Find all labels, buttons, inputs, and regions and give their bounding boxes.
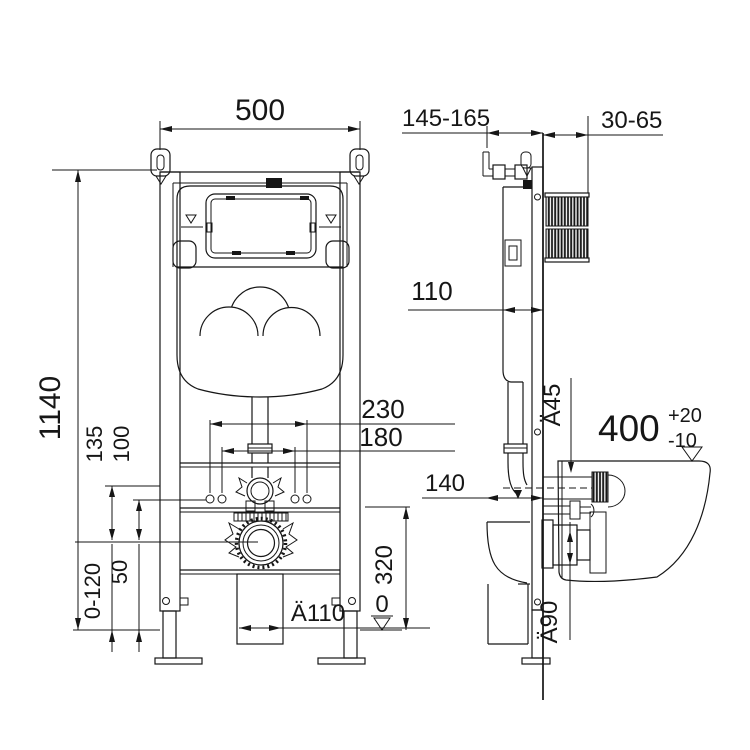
dim-50: 50: [107, 544, 142, 652]
dim-50-label: 50: [107, 560, 132, 584]
dim-bowl-tol-minus: -10: [668, 430, 697, 452]
cistern-side: [502, 186, 532, 383]
fixing-bolt-holes: [205, 494, 312, 504]
dim-flush-pipe-dia-label: Ä45: [539, 384, 566, 427]
dim-depth-range-label: 145-165: [402, 105, 490, 132]
drain-outlet-box: [236, 573, 284, 645]
toilet-bowl: [557, 460, 711, 583]
flush-connector-45: [543, 471, 626, 508]
dim-frame-depth: 110: [408, 276, 543, 313]
outlet-connector-90: [541, 519, 591, 569]
dim-wall-to-bend-label: 140: [425, 470, 465, 497]
flush-pipe-side: [503, 382, 528, 499]
dim-flush-pipe-dia: Ä45: [539, 378, 574, 473]
flush-plate-window: [205, 193, 317, 259]
dim-135: 135: [82, 426, 160, 540]
side-dimensions: 145-165 30-65 110 Ä45 400 +20 -10: [402, 105, 703, 643]
dim-frame-height: 1140: [34, 169, 157, 630]
water-level-mark-right: [319, 214, 341, 228]
dim-bowl-projection-label: 400: [598, 408, 660, 449]
dim-135-label: 135: [82, 426, 107, 463]
dim-outlet-height: 320: [365, 506, 410, 630]
front-view: [75, 148, 370, 665]
dim-frame-width-label: 500: [235, 94, 285, 127]
flush-bend-clamp: [235, 476, 285, 512]
dim-drain-dia-label: Ä110: [291, 600, 345, 627]
dim-bolt-inner: 180: [221, 422, 455, 493]
dim-outlet-dia: Ä90: [536, 522, 573, 643]
dim-depth-range: 145-165: [402, 105, 543, 148]
dim-100-label: 100: [109, 426, 134, 463]
dim-frame-height-label: 1140: [34, 376, 67, 441]
dim-bowl-tol-plus: +20: [668, 405, 702, 427]
front-dimensions: 500 1140 230 180: [34, 94, 455, 652]
drain-elbow: [486, 521, 530, 645]
water-inlet-pipe: [482, 151, 528, 180]
cross-rail-middle: [180, 507, 340, 513]
zero-level-label: 0: [375, 591, 388, 618]
frame-rail-side: [520, 151, 551, 665]
dim-frame-width: 500: [159, 94, 361, 150]
dim-floor-range: 0-120: [80, 544, 115, 652]
drain-clamp: [224, 512, 298, 570]
cistern-tank: [172, 178, 350, 398]
side-view: [482, 133, 711, 700]
dim-bolt-outer: 230: [209, 394, 455, 493]
dim-bolt-outer-label: 230: [361, 394, 404, 424]
dim-floor-range-label: 0-120: [80, 563, 105, 619]
flush-pipe-front: [247, 397, 273, 463]
dim-100: 100: [109, 426, 206, 540]
dim-bowl-projection: 400 +20 -10: [598, 405, 703, 462]
dim-wall-finish: 30-65: [543, 107, 663, 193]
dim-bolt-inner-label: 180: [359, 422, 402, 452]
dim-wall-to-bend: 140: [422, 470, 543, 501]
fixing-rod: [543, 500, 595, 520]
dim-drain-dia: Ä110: [239, 600, 430, 631]
dim-outlet-height-label: 320: [371, 545, 398, 585]
zero-level-marker: 0: [360, 591, 402, 631]
dim-wall-finish-label: 30-65: [601, 107, 662, 134]
flush-valve-cover: [199, 286, 321, 337]
adjustable-feet: [154, 597, 366, 665]
dim-outlet-dia-label: Ä90: [536, 601, 563, 644]
cross-rail-upper: [180, 462, 340, 478]
dim-frame-depth-label: 110: [411, 276, 452, 306]
wall-finish-hatch: [544, 192, 590, 263]
water-level-mark-left: [181, 214, 203, 228]
